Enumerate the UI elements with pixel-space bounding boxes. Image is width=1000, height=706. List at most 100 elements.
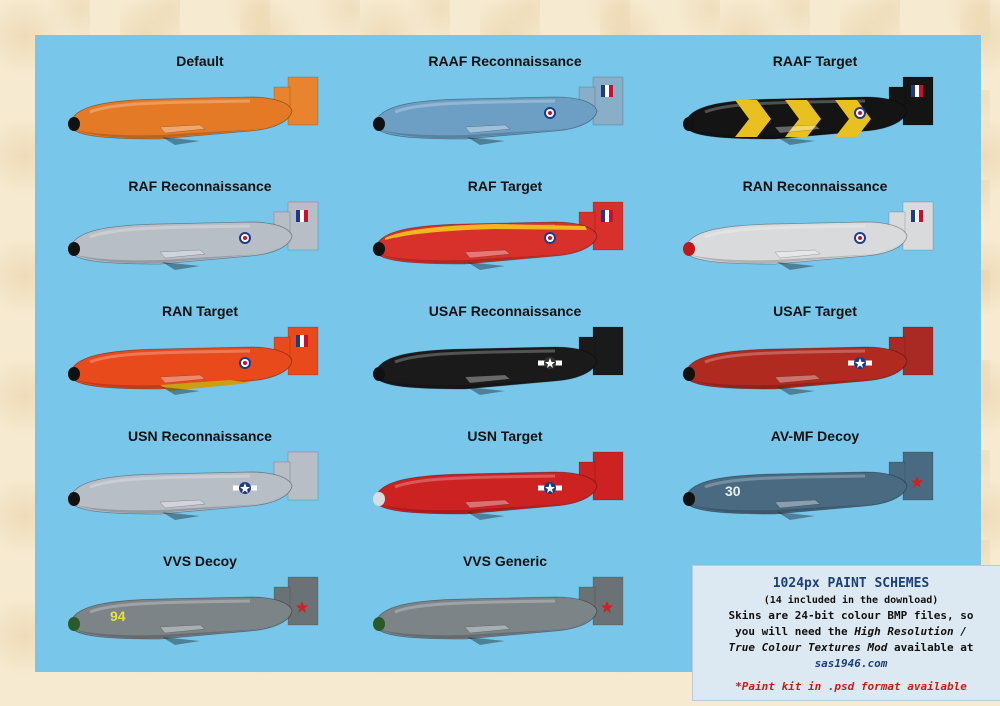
drone-scheme-2: RAAF Target [665,53,965,163]
wing [464,624,511,634]
drone-illustration [68,201,319,270]
wing [774,249,821,259]
roundel-kangaroo [243,361,247,365]
roundel-kangaroo [858,111,862,115]
fuselage-highlight [704,349,866,364]
nose-cap [373,492,385,506]
fin-flash-white [300,335,304,347]
ventral-fin [467,387,505,395]
nose-cap [68,242,80,256]
fin-flash-red [304,335,308,347]
tail-fin [287,451,319,501]
drone-illustration [373,326,624,395]
ventral-fin [162,637,200,645]
nose-cap [373,117,385,131]
fin-flash-white [915,85,919,97]
ventral-fin [162,387,200,395]
fin-flash-white [915,210,919,222]
scheme-label: USN Reconnaissance [128,428,272,444]
scheme-label: RAN Target [162,303,238,319]
tail-fin [592,201,624,251]
fuselage-highlight [89,224,251,239]
fuselage [69,96,293,140]
fin-flash-red [609,85,613,97]
yellow-stripe [385,224,587,240]
info-line-2-emphasis: High Resolution / [854,625,967,638]
tail-fin [902,76,934,126]
drone-scheme-13: VVS Generic [355,553,655,663]
info-subtitle: (14 included in the download) [763,595,939,606]
tail-fin [902,451,934,501]
fuselage-highlight [704,474,866,489]
wing [464,249,511,259]
nose-cap [683,117,695,131]
fuselage-highlight [394,349,556,364]
fin-flash-red [919,210,923,222]
fuselage [684,221,908,265]
red-star-insignia [296,601,308,613]
tail-fin [287,76,319,126]
us-insignia-star [545,358,555,368]
fuselage [374,96,598,140]
fin-flash-white [300,210,304,222]
fuselage [684,346,908,390]
fuselage [69,346,293,390]
tail-fin [592,451,624,501]
tail-fin [902,326,934,376]
drone-illustration: 30 [683,451,934,520]
fin-flash-white [605,85,609,97]
fin-flash-red [919,85,923,97]
drone-illustration [68,76,319,145]
nose-cap [68,492,80,506]
info-title: 1024px PAINT SCHEMES [772,576,930,591]
ventral-fin [162,262,200,270]
fuselage [374,596,598,640]
fin-flash-red [304,210,308,222]
site-link[interactable]: sas1946.com [814,657,888,670]
wing [774,124,821,134]
nose-cap [373,242,385,256]
fuselage-highlight [394,599,556,614]
drone-scheme-0: Default [50,53,350,163]
info-text: Skins are 24-bit colour BMP files, so yo… [693,608,1000,672]
roundel-center [243,236,247,240]
fuselage-highlight [89,474,251,489]
info-line-3: True Colour Textures Mod available at [693,640,1000,656]
drone-scheme-5: RAN Reconnaissance [665,178,965,288]
wing [159,249,206,259]
drone-illustration [68,451,319,520]
fuselage [69,471,293,515]
drone-illustration: 94 [68,576,319,645]
fin-flash-blue [911,85,915,97]
ventral-fin [467,512,505,520]
fuselage-highlight [89,99,251,114]
wing [774,499,821,509]
ventral-fin [777,387,815,395]
tactical-number: 94 [110,608,126,624]
fuselage [374,471,598,515]
drone-scheme-7: USAF Reconnaissance [355,303,655,413]
wing [464,124,511,134]
fuselage-highlight [89,599,251,614]
ventral-fin [467,262,505,270]
info-line-1: Skins are 24-bit colour BMP files, so [728,609,974,622]
fin-flash-white [605,210,609,222]
nose-cap [683,492,695,506]
scheme-label: USN Target [467,428,543,444]
wing [464,499,511,509]
ventral-fin [777,137,815,145]
scheme-label: VVS Decoy [163,553,237,569]
drone-illustration [373,576,624,645]
drone-illustration [683,201,934,270]
nose-cap [373,617,385,631]
tail-fin [902,201,934,251]
drone-scheme-3: RAF Reconnaissance [50,178,350,288]
drone-scheme-8: USAF Target [665,303,965,413]
scheme-label: RAF Reconnaissance [128,178,272,194]
scheme-label: RAAF Target [772,53,858,69]
drone-scheme-10: USN Target [355,428,655,538]
info-line-3-emphasis: True Colour Textures Mod [728,641,888,654]
fin-flash-blue [601,85,605,97]
